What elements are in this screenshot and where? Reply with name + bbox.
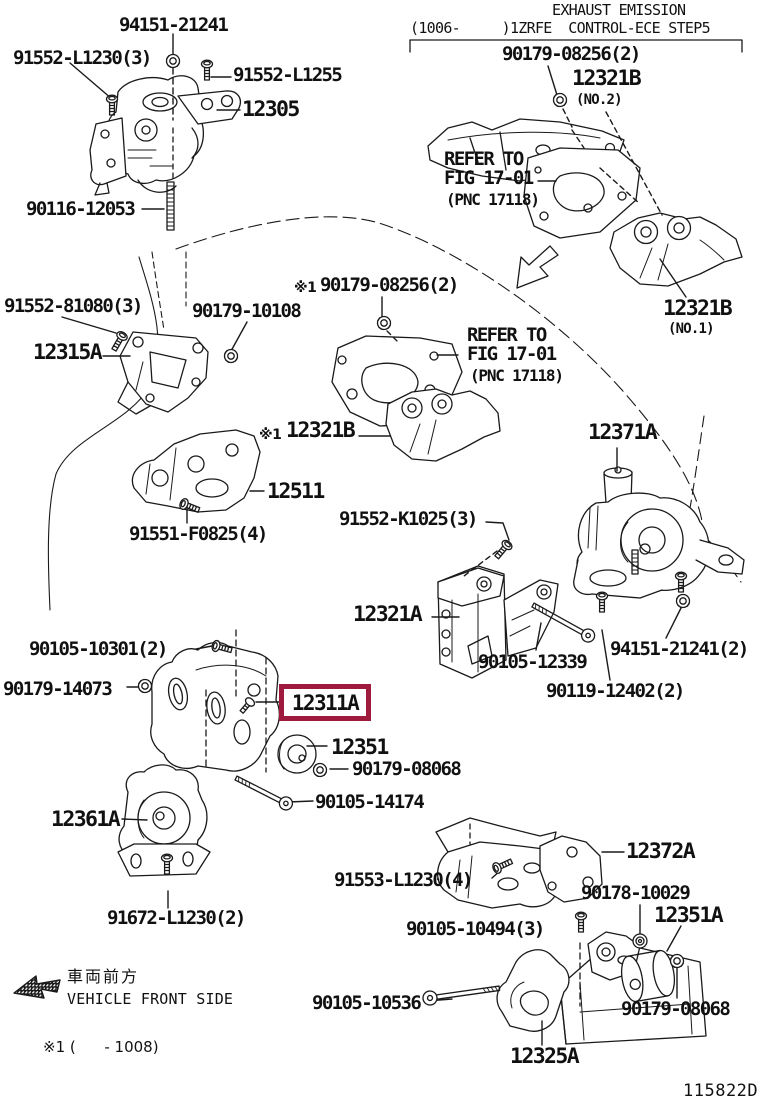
header-bracket xyxy=(409,39,743,53)
vehicle-front-arrow-icon xyxy=(13,975,61,999)
bolt-90105-12339 xyxy=(531,602,596,643)
part-illustration-12371A xyxy=(573,466,745,599)
stud-12371A xyxy=(631,549,639,575)
part-illustration-12511 xyxy=(131,429,261,513)
part-illustration-12325A xyxy=(496,931,707,1045)
part-illustration-12311A xyxy=(150,629,281,773)
part-illustration-12351A-bushing xyxy=(620,949,676,1003)
highlighted-part-number: 12311A xyxy=(291,690,360,715)
part-illustration-12321B-no1 xyxy=(609,212,743,287)
part-label-12311A-highlight: 12311A xyxy=(279,684,371,721)
part-illustration-12321B-ref xyxy=(385,388,501,462)
part-illustration-12372A xyxy=(435,817,603,909)
leader-lines xyxy=(61,33,687,1046)
part-illustration-12361A xyxy=(117,764,211,877)
part-illustration-12305 xyxy=(89,75,241,196)
bolt-90105-10536 xyxy=(422,985,501,1006)
nut-90178-10029 xyxy=(632,933,648,949)
bolt-90105-14174 xyxy=(234,775,294,811)
part-illustration-12321A xyxy=(437,565,559,679)
fastener-icons xyxy=(105,53,691,1006)
part-illustration-fig17-plate-1 xyxy=(523,147,641,239)
stud-90116-12053 xyxy=(166,181,175,231)
part-illustration-12351-bushing xyxy=(277,734,317,774)
part-illustration-12315A xyxy=(117,331,209,415)
detail-arrow-icon xyxy=(516,245,559,289)
